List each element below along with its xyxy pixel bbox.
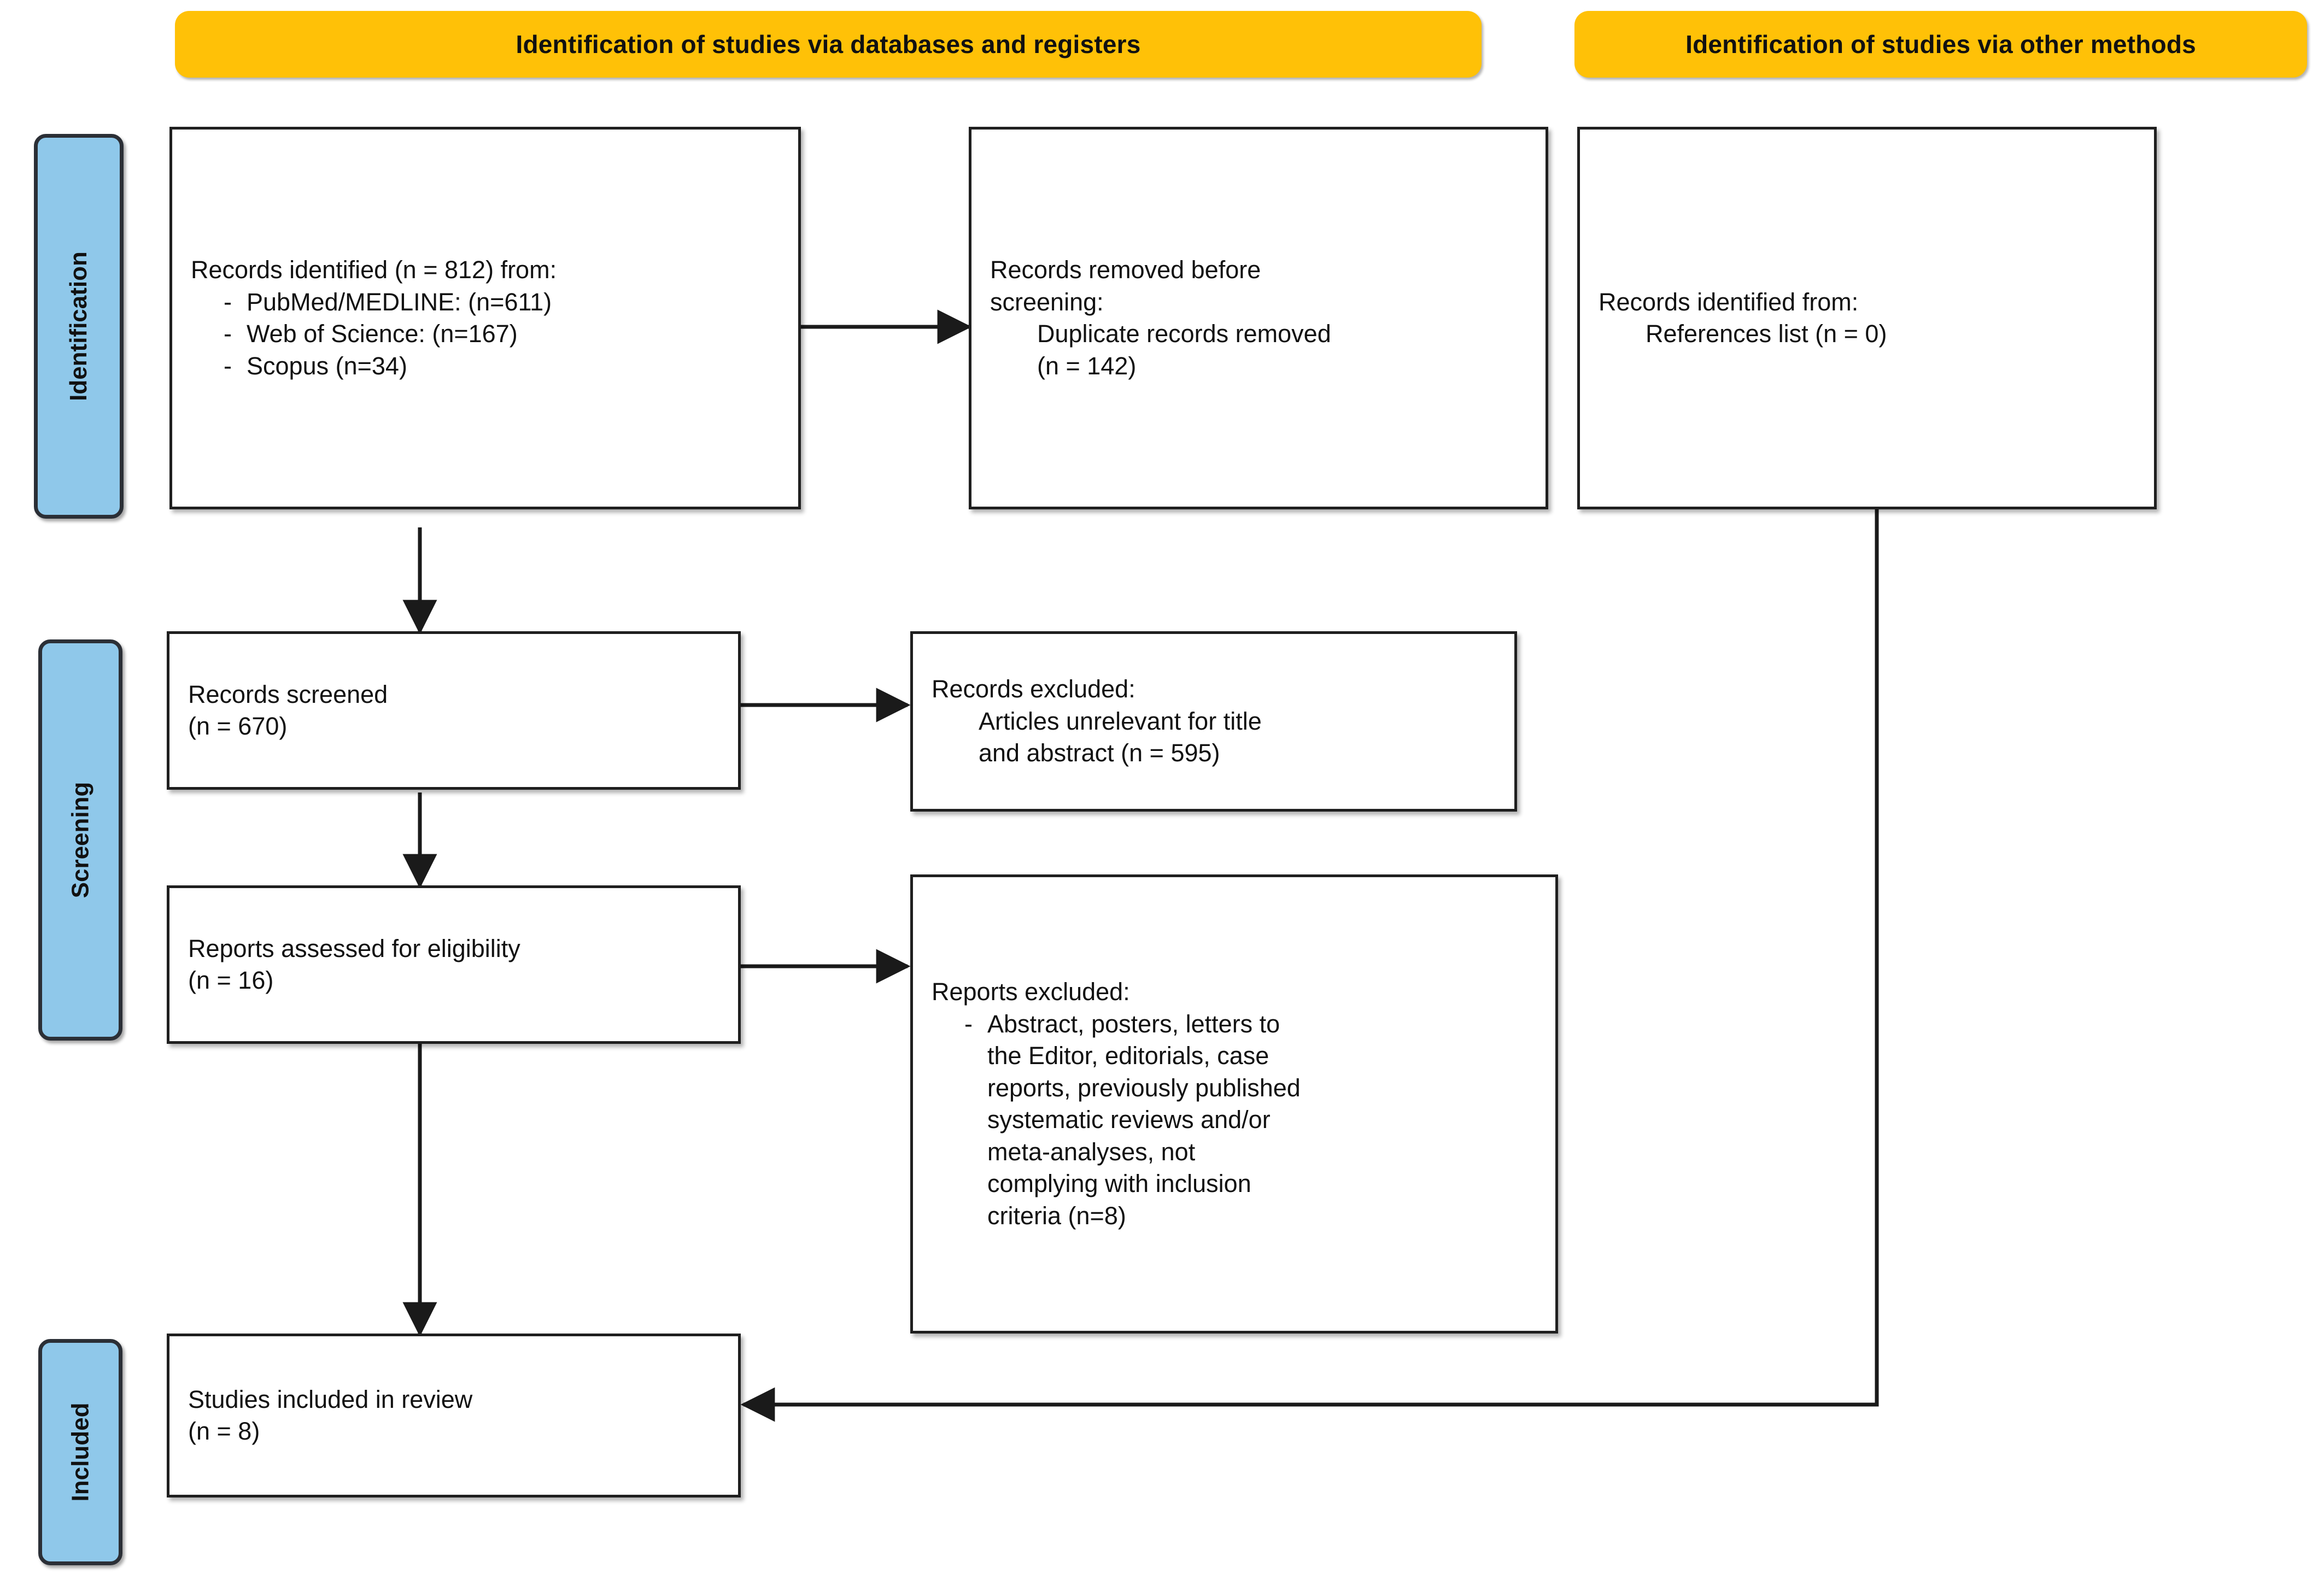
reports-excluded-reason-row: the Editor, editorials, case: [932, 1040, 1537, 1072]
banner-databases-and-registers: Identification of studies via databases …: [175, 11, 1482, 78]
records-identified-source-row: - Web of Science: (n=167): [191, 318, 780, 350]
reports-excluded-reason-row: - Abstract, posters, letters to: [932, 1008, 1537, 1041]
reports-excluded-reason-line-3: reports, previously published: [987, 1073, 1301, 1102]
reports-excluded-reason-line-1: Abstract, posters, letters to: [987, 1009, 1280, 1038]
reports-assessed-label: Reports assessed for eligibility: [188, 934, 520, 962]
box-records-identified-other-methods: Records identified from: References list…: [1577, 127, 2157, 509]
reports-excluded-reason-line-4: systematic reviews and/or: [987, 1106, 1271, 1133]
box-records-screened-body: Records screened (n = 670): [169, 679, 738, 743]
stage-label-included: Included: [67, 1402, 93, 1502]
box-records-screened: Records screened (n = 670): [167, 631, 741, 790]
banner-other-methods: Identification of studies via other meth…: [1574, 11, 2307, 78]
reports-excluded-reason-line-5: meta-analyses, not: [987, 1137, 1196, 1166]
reports-excluded-reason-line-7: criteria (n=8): [987, 1201, 1126, 1230]
records-removed-line-2: screening:: [990, 286, 1527, 319]
bullet-dash-icon: -: [224, 320, 232, 348]
box-records-excluded-body: Records excluded: Articles unrelevant fo…: [913, 673, 1514, 770]
studies-included-count: (n = 8): [188, 1417, 260, 1445]
records-removed-text-italic-2: screening: [990, 287, 1097, 316]
records-identified-heading: Records identified (n = 812) from:: [191, 256, 557, 284]
records-identified-source-scopus: Scopus (n=34): [247, 351, 407, 380]
records-excluded-reason-line-2: and abstract (n = 595): [979, 739, 1220, 767]
reports-excluded-reason-line-6: complying with inclusion: [987, 1170, 1251, 1197]
records-screened-label: Records screened: [188, 680, 388, 708]
box-records-identified: Records identified (n = 812) from: - Pub…: [169, 127, 801, 509]
box-reports-assessed-for-eligibility: Reports assessed for eligibility (n = 16…: [167, 885, 741, 1044]
box-studies-included-body: Studies included in review (n = 8): [169, 1384, 738, 1448]
records-identified-source-row: - PubMed/MEDLINE: (n=611): [191, 286, 780, 319]
box-reports-excluded-body: Reports excluded: - Abstract, posters, l…: [913, 976, 1555, 1232]
reports-excluded-reason-row: systematic reviews and/or: [932, 1104, 1537, 1136]
records-identified-source-row: - Scopus (n=34): [191, 350, 780, 383]
stage-label-screening: Screening: [67, 782, 93, 898]
records-excluded-reason-line-1: Articles unrelevant for title: [979, 707, 1262, 735]
reports-excluded-reason-row: criteria (n=8): [932, 1200, 1537, 1232]
reports-assessed-count: (n = 16): [188, 966, 274, 994]
bullet-dash-icon: -: [224, 287, 232, 316]
other-methods-references-list: References list (n = 0): [1646, 320, 1887, 348]
banner-other-methods-label: Identification of studies via other meth…: [1685, 30, 2196, 58]
box-reports-excluded: Reports excluded: - Abstract, posters, l…: [910, 874, 1558, 1334]
records-removed-duplicate-count: (n = 142): [1037, 351, 1137, 380]
stage-pill-screening: Screening: [38, 639, 122, 1041]
bullet-dash-icon: -: [964, 1009, 973, 1038]
records-screened-count: (n = 670): [188, 712, 288, 740]
box-records-removed-before-screening: Records removed before screening: Duplic…: [969, 127, 1548, 509]
box-records-excluded: Records excluded: Articles unrelevant fo…: [910, 631, 1517, 812]
records-removed-colon: :: [1097, 287, 1104, 316]
banner-databases-label: Identification of studies via databases …: [516, 30, 1141, 58]
box-reports-assessed-body: Reports assessed for eligibility (n = 16…: [169, 933, 738, 997]
box-records-identified-body: Records identified (n = 812) from: - Pub…: [172, 254, 798, 382]
records-excluded-heading: Records excluded:: [932, 675, 1135, 703]
records-identified-source-pubmed: PubMed/MEDLINE: (n=611): [247, 287, 552, 316]
box-studies-included-in-review: Studies included in review (n = 8): [167, 1334, 741, 1497]
reports-excluded-reason-row: meta-analyses, not: [932, 1136, 1537, 1168]
records-removed-duplicate-line: Duplicate records removed: [1037, 320, 1331, 348]
records-removed-text-italic: before: [1191, 256, 1261, 284]
reports-excluded-reason-row: complying with inclusion: [932, 1168, 1537, 1200]
reports-excluded-heading: Reports excluded:: [932, 978, 1130, 1006]
reports-excluded-reason-row: reports, previously published: [932, 1072, 1537, 1105]
other-methods-heading: Records identified from:: [1599, 287, 1859, 316]
records-identified-source-wos: Web of Science: (n=167): [247, 320, 518, 348]
bullet-dash-icon: -: [224, 351, 232, 380]
records-removed-text-normal: Records removed: [990, 256, 1191, 284]
box-other-methods-body: Records identified from: References list…: [1580, 286, 2154, 350]
studies-included-label: Studies included in review: [188, 1385, 473, 1413]
box-records-removed-body: Records removed before screening: Duplic…: [971, 254, 1546, 382]
stage-pill-included: Included: [38, 1339, 122, 1565]
reports-excluded-reason-line-2: the Editor, editorials, case: [987, 1042, 1269, 1070]
stage-label-identification: Identification: [65, 251, 92, 401]
records-removed-line-1: Records removed before: [990, 254, 1527, 286]
stage-pill-identification: Identification: [34, 134, 124, 519]
